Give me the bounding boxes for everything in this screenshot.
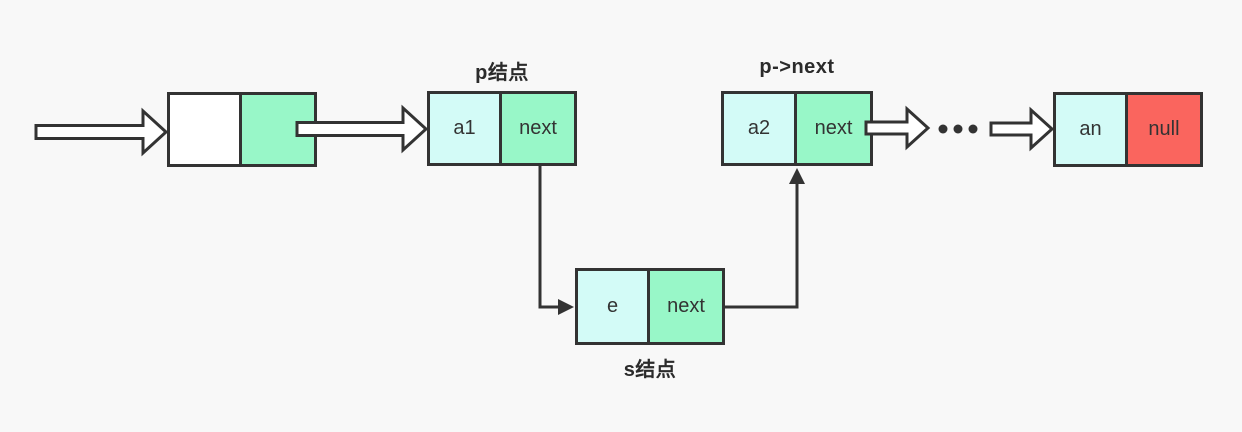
s-next-to-a2-connector <box>725 168 805 309</box>
cell-text: next <box>814 117 853 139</box>
cell-text: an <box>1079 118 1102 140</box>
tail-node-null-cell: null <box>1128 95 1200 164</box>
p-node-data-cell: a1 <box>430 94 502 163</box>
s-node-data-cell: e <box>578 271 650 342</box>
p-next-node-data-cell: a2 <box>724 94 797 163</box>
ellipsis-to-tail-block-arrow-icon <box>989 106 1055 152</box>
entry-block-arrow-icon <box>34 107 169 157</box>
ellipsis-icon <box>938 124 978 134</box>
p-node-pointer-cell: next <box>502 94 574 163</box>
p-node: a1 next <box>427 91 577 166</box>
p-next-to-s-connector <box>538 166 574 315</box>
s-node-label: s结点 <box>623 359 677 381</box>
tail-node: an null <box>1053 92 1203 167</box>
p-next-node: a2 next <box>721 91 873 166</box>
p-next-node-label: p->next <box>759 56 835 78</box>
head-node-pointer-cell <box>242 95 314 164</box>
cell-text: a2 <box>747 117 771 139</box>
s-node: e next <box>575 268 725 345</box>
head-node-data-cell <box>170 95 242 164</box>
cell-text: next <box>519 117 557 139</box>
tail-node-data-cell: an <box>1056 95 1128 164</box>
cell-text: next <box>667 295 705 317</box>
s-node-pointer-cell: next <box>650 271 722 342</box>
cell-text: e <box>606 295 619 317</box>
p-node-label: p结点 <box>475 62 529 84</box>
head-node <box>167 92 317 167</box>
pnext-to-ellipsis-block-arrow-icon <box>864 105 931 151</box>
p-next-node-pointer-cell: next <box>797 94 870 163</box>
cell-text: a1 <box>453 117 476 139</box>
cell-text: null <box>1148 118 1180 140</box>
